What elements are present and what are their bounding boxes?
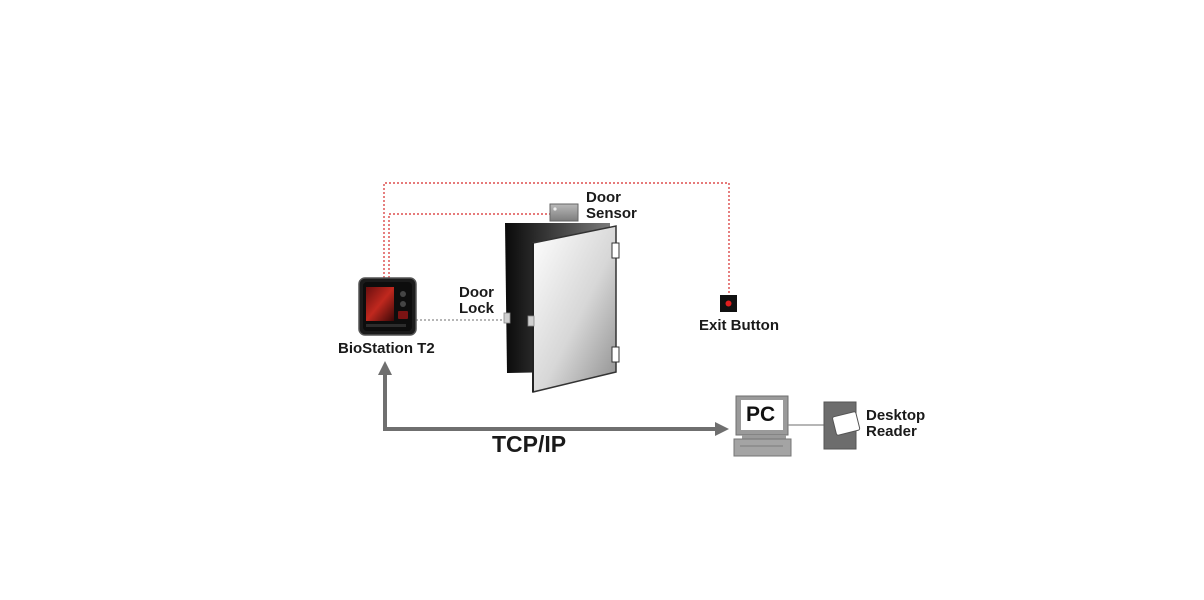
biostation-label: BioStation T2	[338, 340, 435, 357]
door-lock-label-line1: Door	[459, 284, 494, 301]
card-reader-icon	[823, 401, 861, 450]
door-sensor-label-line1: Door	[586, 189, 621, 206]
desktop-reader-label: Desktop Reader	[866, 408, 925, 440]
desktop-reader-label-line2: Reader	[866, 423, 917, 440]
desktop-reader-label-line1: Desktop	[866, 407, 926, 424]
biometric-terminal-icon	[358, 277, 417, 336]
door-sensor-icon	[549, 203, 579, 222]
exit-button-wire	[383, 182, 730, 297]
exit-button-label: Exit Button	[699, 317, 779, 334]
door-sensor-label-line2: Sensor	[586, 205, 637, 222]
tcp-ip-label: TCP/IP	[492, 431, 567, 457]
exit-button-icon	[720, 295, 737, 312]
door-lock-label: Door Lock	[459, 285, 494, 317]
door-lock-label-line2: Lock	[459, 300, 495, 317]
door-icon	[503, 223, 620, 393]
door-sensor-label: Door Sensor	[586, 190, 637, 222]
tcp-ip-connection	[378, 361, 729, 436]
computer-icon	[733, 395, 792, 457]
door-sensor-wire	[388, 213, 552, 278]
pc-label: PC	[746, 403, 776, 426]
